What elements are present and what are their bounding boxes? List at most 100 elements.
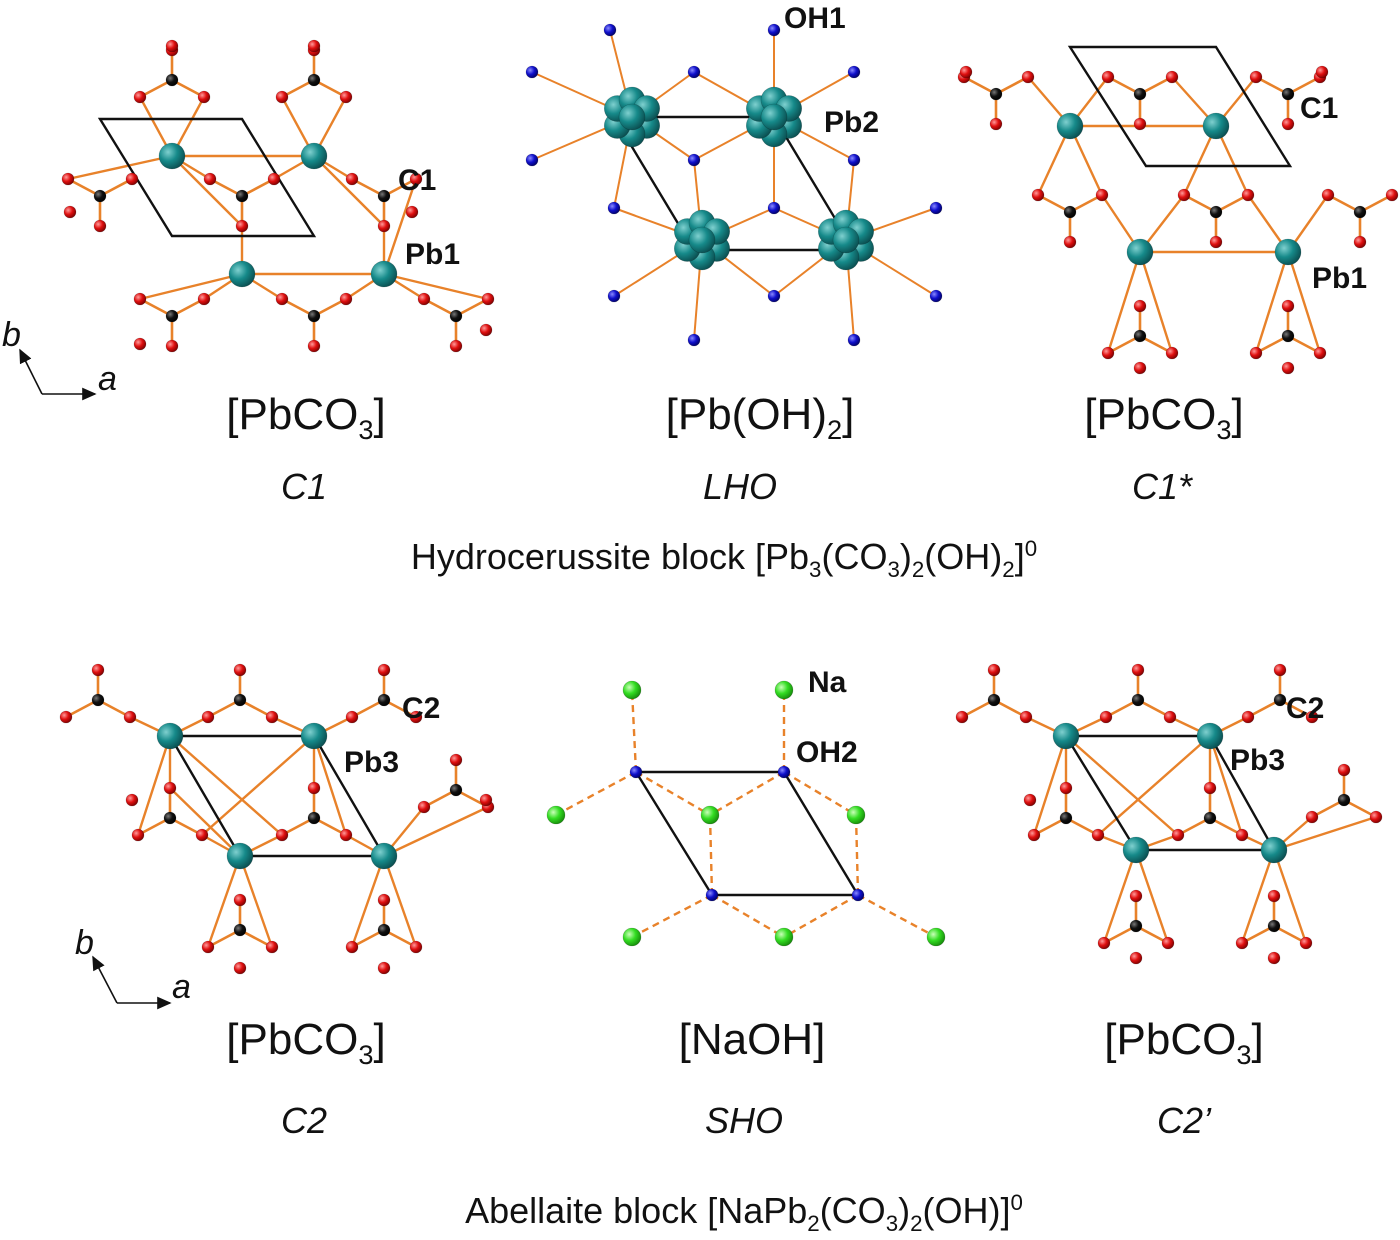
bond (1240, 848, 1276, 945)
lead-atom (1196, 722, 1224, 750)
bond (98, 177, 134, 198)
oxygen-atom (345, 710, 359, 724)
bond (1286, 334, 1322, 355)
carbon-atom (165, 73, 179, 87)
oxygen-atom (1095, 188, 1109, 202)
atom-label-oh2: OH2 (796, 736, 858, 769)
oxygen-atom (479, 793, 493, 807)
bond (1214, 193, 1250, 214)
bond (1176, 816, 1212, 837)
oxygen-atom (479, 323, 493, 337)
carbon-atom (1133, 87, 1147, 101)
carbon-atom (1337, 793, 1351, 807)
bond (312, 78, 348, 99)
hydroxyl-atom (603, 23, 617, 37)
oxygen-atom (1091, 828, 1105, 842)
code-top-left: C1 (280, 466, 328, 507)
bond (238, 698, 274, 719)
bond (1134, 924, 1170, 945)
oxygen-atom (133, 337, 147, 351)
oxygen-atom (1161, 936, 1175, 950)
bond (208, 177, 244, 198)
oxygen-atom (989, 117, 1003, 131)
bond (382, 854, 418, 949)
oxygen-atom (1171, 828, 1185, 842)
oxygen-atom (165, 39, 179, 53)
bond (1208, 734, 1244, 837)
oxygen-atom (1249, 70, 1263, 84)
carbon-atom (987, 693, 1001, 707)
carbon-atom (1129, 919, 1143, 933)
bond (1138, 334, 1174, 355)
carbon-atom (93, 189, 107, 203)
carbon-atom (1281, 329, 1295, 343)
bond (1246, 698, 1282, 719)
oxygen-atom (1267, 951, 1281, 965)
axis-label-b-bottom: b (75, 924, 94, 962)
hydroxyl-atom (705, 888, 719, 902)
bond (1254, 334, 1290, 355)
carbon-atom (377, 189, 391, 203)
dashed-bond (783, 893, 859, 939)
bond (1272, 848, 1308, 945)
oxygen-atom (1023, 793, 1037, 807)
dashed-bond (709, 770, 785, 817)
oxygen-atom (345, 940, 359, 954)
carbon-atom (377, 693, 391, 707)
bond (1104, 698, 1140, 719)
oxygen-atom (233, 961, 247, 975)
oxygen-atom (1019, 710, 1033, 724)
oxygen-atom (339, 292, 353, 306)
bond (1102, 924, 1138, 945)
oxygen-atom (307, 39, 321, 53)
oxygen-atom (1129, 889, 1143, 903)
oxygen-atom (339, 90, 353, 104)
oxygen-atom (197, 292, 211, 306)
oxygen-atom (409, 940, 423, 954)
unit-cell (97, 117, 317, 238)
carbon-atom (233, 693, 247, 707)
bond (350, 854, 386, 949)
bond (206, 698, 242, 719)
oxygen-atom (377, 893, 391, 907)
bond (1032, 734, 1068, 837)
bond (382, 177, 418, 276)
bond (200, 734, 316, 837)
hydroxyl-atom (629, 765, 643, 779)
hydroxyl-atom (687, 153, 701, 167)
oxygen-atom (1281, 361, 1295, 375)
lead-atom (158, 142, 186, 170)
oxygen-atom (1059, 781, 1073, 795)
oxygen-atom (417, 800, 431, 814)
dashed-bond (630, 689, 638, 773)
axis-label-b-top: b (2, 316, 21, 354)
oxygen-atom (1163, 710, 1177, 724)
lead-atom (228, 260, 256, 288)
bond (170, 297, 206, 318)
oxygen-atom (959, 65, 973, 79)
atom-label-pb2: Pb2 (824, 106, 880, 139)
bond (170, 78, 206, 99)
bond (962, 75, 998, 96)
carbon-atom (233, 923, 247, 937)
oxygen-atom (1097, 936, 1111, 950)
hydroxyl-atom (851, 888, 865, 902)
bond (1278, 698, 1314, 719)
code-top-middle: LHO (702, 466, 778, 507)
formula-bottom-right: [PbCO3] (1104, 1015, 1264, 1070)
bond (960, 698, 996, 719)
hydroxyl-atom (929, 201, 943, 215)
oxygen-atom (339, 828, 353, 842)
oxygen-atom (1099, 710, 1113, 724)
bond (454, 297, 490, 318)
dashed-bonds-layer (555, 689, 937, 939)
oxygen-atom (345, 172, 359, 186)
hydroxyl-atom (687, 333, 701, 347)
carbon-atom (307, 73, 321, 87)
carbon-atom (449, 309, 463, 323)
oxygen-atom (307, 339, 321, 353)
carbon-atom (1209, 205, 1223, 219)
block-title-top: Hydrocerussite block [Pb3(CO3)2(OH)2]0 (410, 536, 1038, 583)
dashed-bond (711, 893, 785, 939)
oxygen-atom (1337, 763, 1351, 777)
